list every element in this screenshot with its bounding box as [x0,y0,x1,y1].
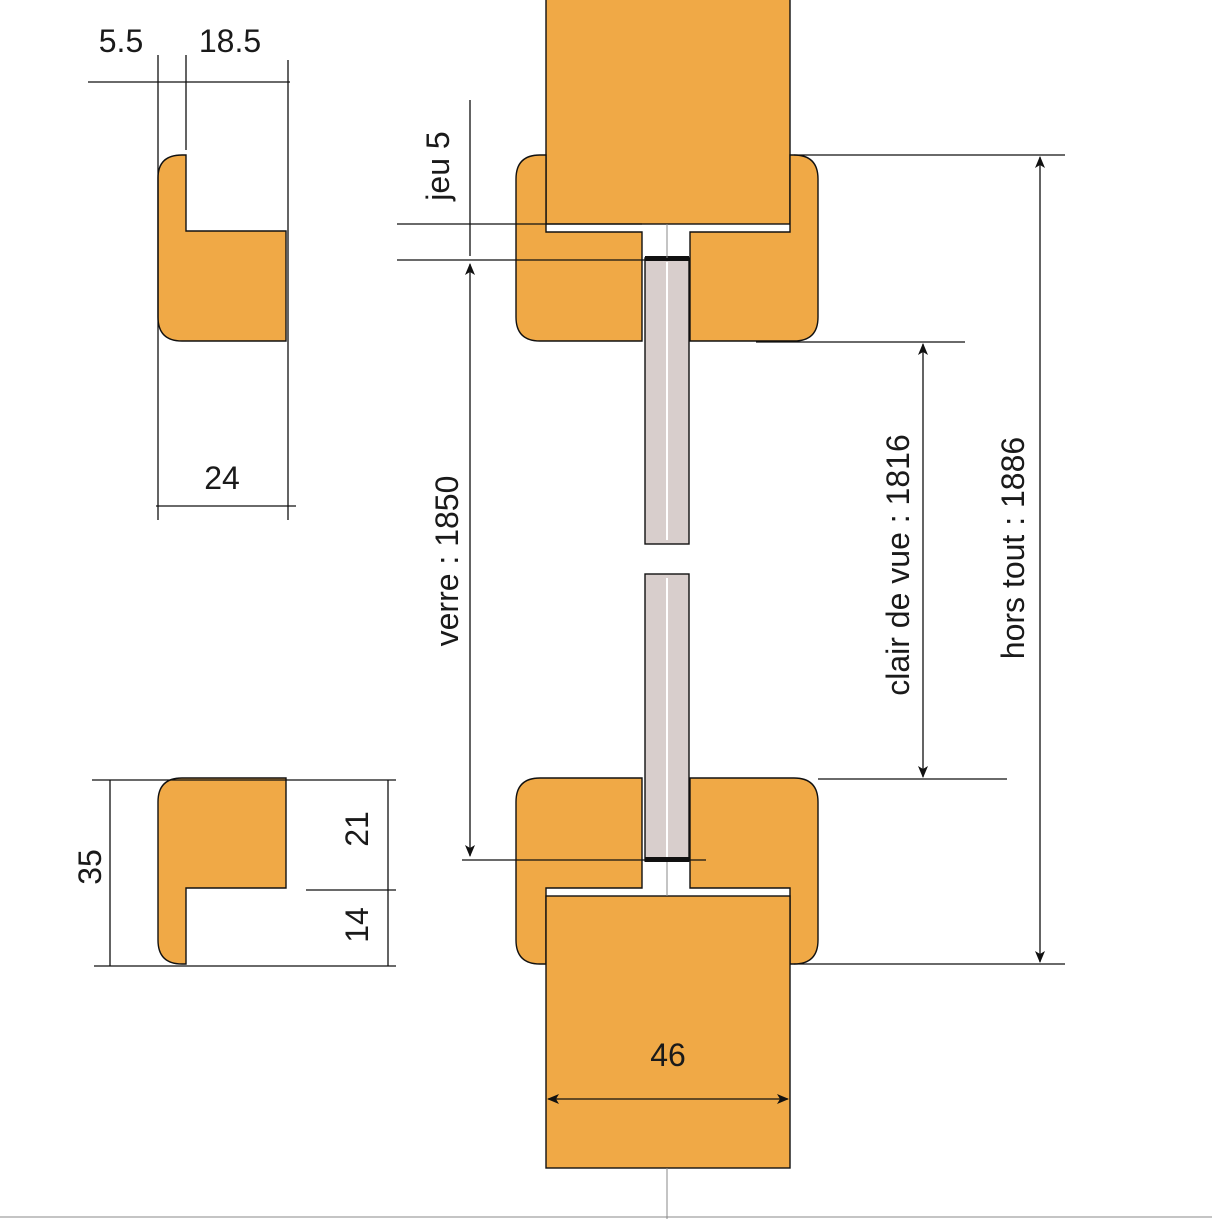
dim-label-5-5: 5.5 [99,23,143,59]
dim-label-24: 24 [204,460,240,496]
top-profile-shape [157,154,287,342]
lower-post [545,895,791,1169]
dim-label-21: 21 [339,811,375,847]
bottom-profile-detail: 35 21 14 [72,777,396,967]
dim-label-18-5: 18.5 [199,23,261,59]
dim-label-play: jeu 5 [420,131,456,201]
dim-label-overall: hors tout : 1886 [995,437,1031,659]
dim-label-14: 14 [339,907,375,943]
bottom-profile-shape [157,777,287,965]
upper-post [545,0,791,225]
main-dimensions: jeu 5 verre : 1850 clair de vue : 1816 h… [397,100,1065,1104]
dim-label-35: 35 [72,849,108,885]
dim-label-glass: verre : 1850 [429,476,465,647]
dim-label-post-width: 46 [650,1037,686,1073]
dim-label-clear-view: clair de vue : 1816 [880,434,916,696]
top-profile-detail: 5.5 18.5 24 [88,23,296,520]
glass-top-seal [645,256,689,261]
